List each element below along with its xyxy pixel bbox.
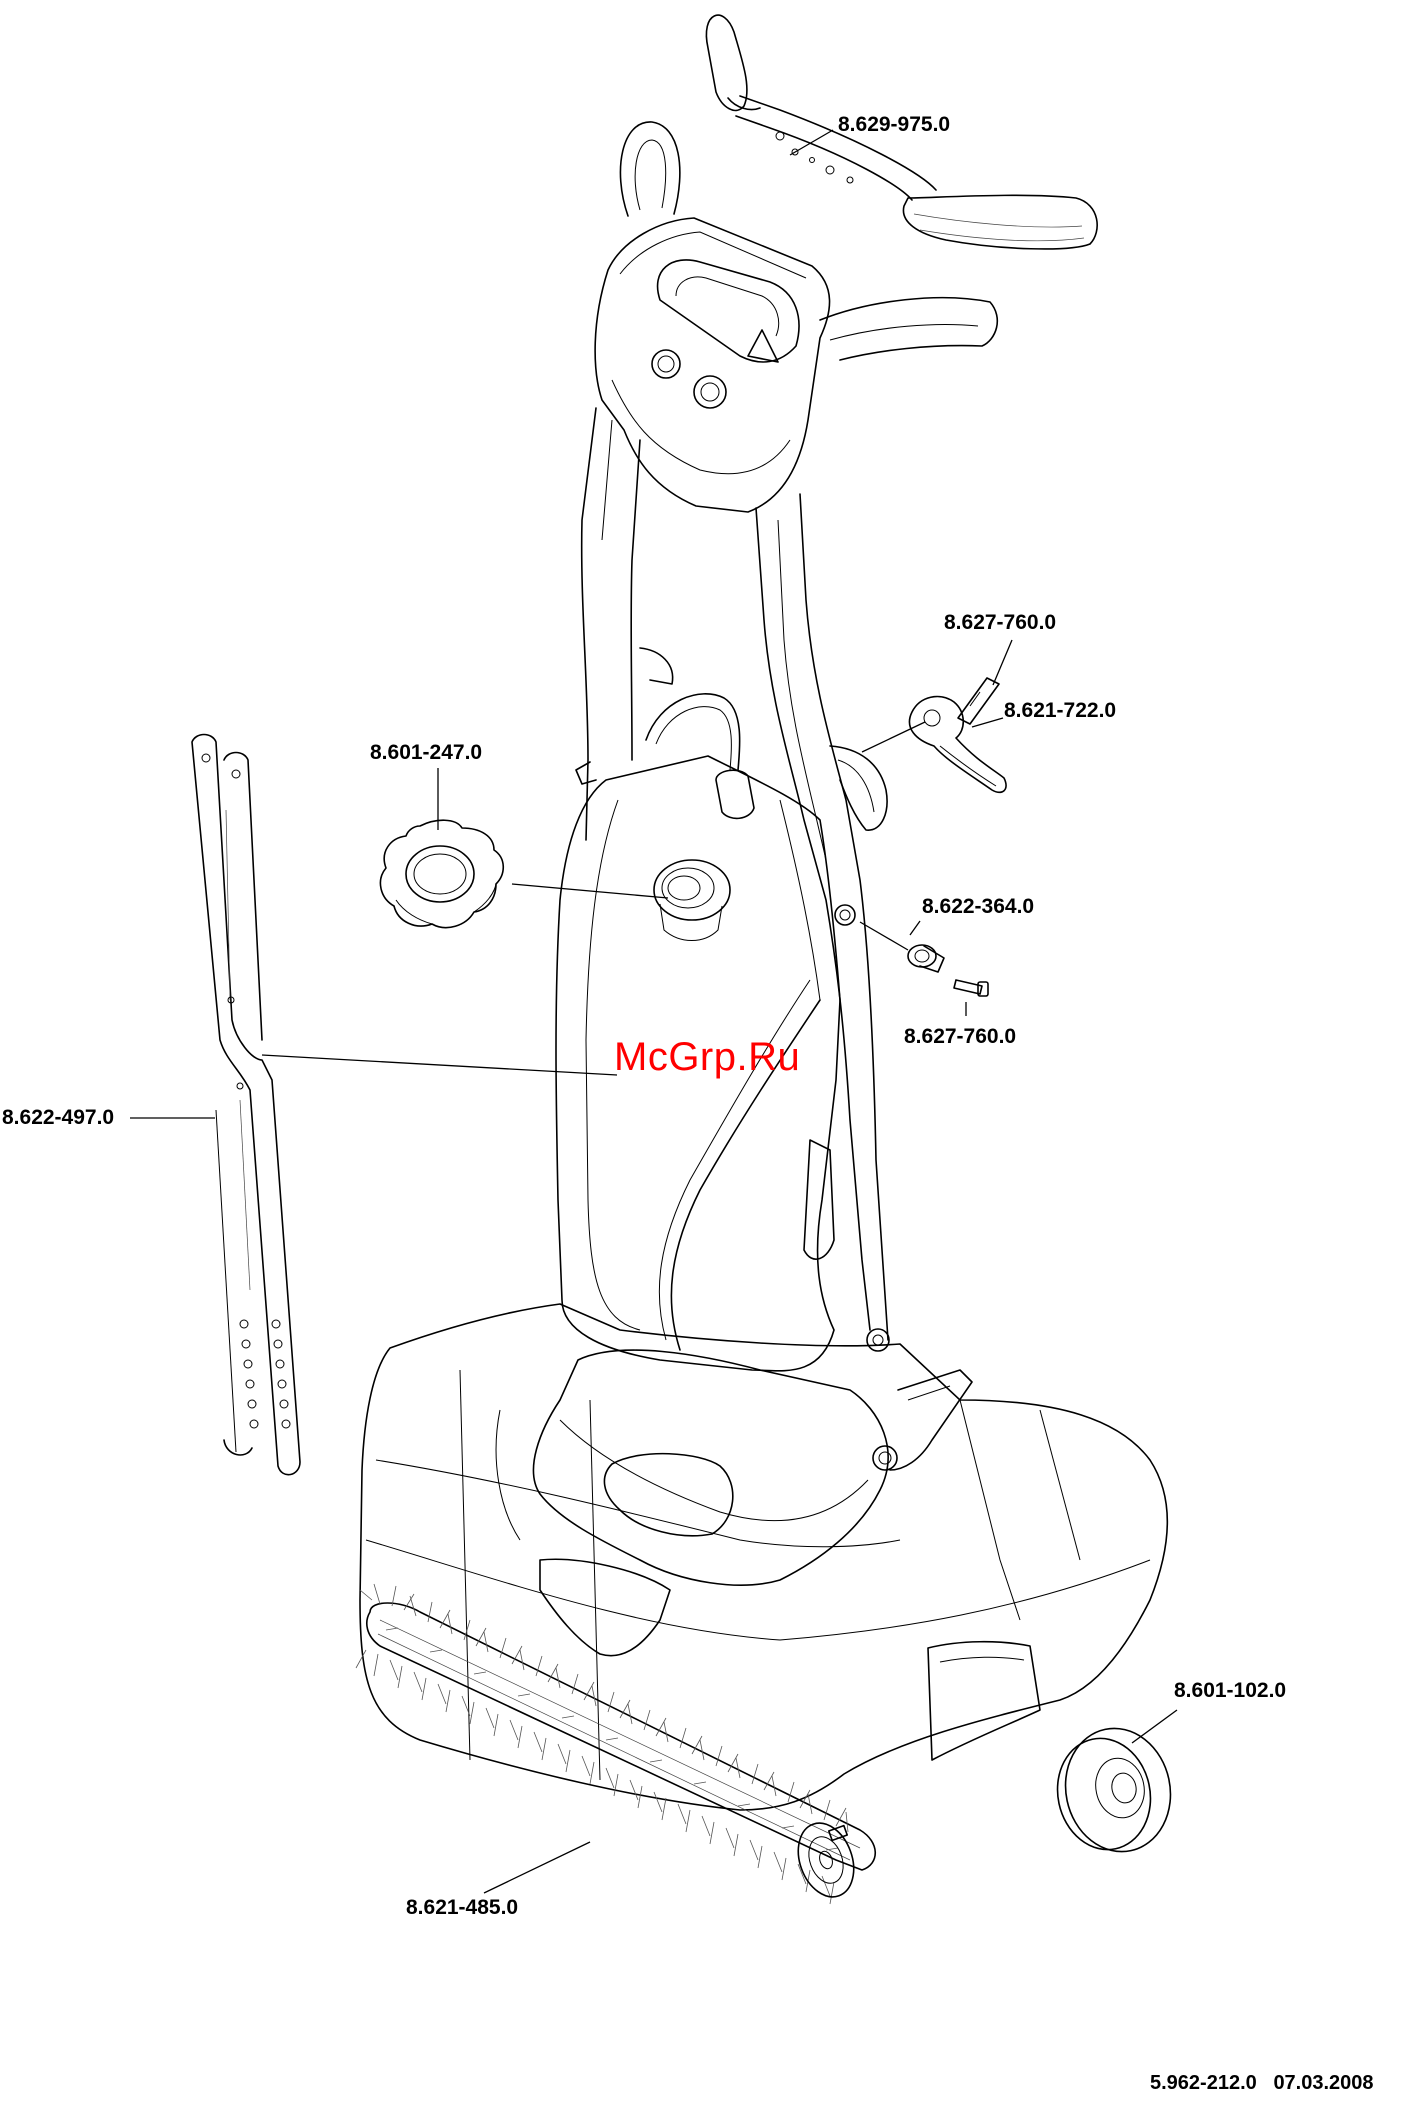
strap-drawing xyxy=(192,735,300,1475)
part-label-lever: 8.621-722.0 xyxy=(1004,700,1116,721)
part-label-wheel: 8.601-102.0 xyxy=(1174,1680,1286,1701)
leader-strap-to-tank xyxy=(262,1055,617,1075)
document-number: 5.962-212.0 xyxy=(1150,2072,1257,2094)
part-label-handle-bar: 8.629-975.0 xyxy=(838,114,950,135)
part-label-strap: 8.622-497.0 xyxy=(2,1107,114,1128)
tank-cap-drawing xyxy=(380,820,503,927)
leader-handle-bar xyxy=(790,130,833,155)
leader-cap-to-tank xyxy=(512,884,668,898)
wheel-drawing xyxy=(1047,1719,1181,1862)
document-date: 07.03.2008 xyxy=(1273,2072,1373,2094)
brush-bristles xyxy=(356,1584,848,1904)
leader-bushing xyxy=(910,921,920,935)
screw-bottom-drawing xyxy=(954,980,988,996)
leader-screw-top xyxy=(993,640,1012,685)
bushing-drawing xyxy=(908,945,944,972)
part-label-bushing: 8.622-364.0 xyxy=(922,896,1034,917)
part-label-brush-roller: 8.621-485.0 xyxy=(406,1897,518,1918)
leader-wheel xyxy=(1132,1710,1177,1743)
part-label-screw-bottom: 8.627-760.0 xyxy=(904,1026,1016,1047)
footer: 5.962-212.0 07.03.2008 xyxy=(1150,2072,1374,2095)
leader-lever xyxy=(972,718,1003,727)
lever-drawing xyxy=(909,697,1006,793)
leader-brush-roller xyxy=(484,1842,590,1893)
part-label-tank-cap: 8.601-247.0 xyxy=(370,742,482,763)
part-label-screw-top: 8.627-760.0 xyxy=(944,612,1056,633)
machine-body-drawing xyxy=(360,122,1167,1810)
watermark-text: McGrp.Ru xyxy=(614,1035,800,1080)
leader-lever-mount xyxy=(862,722,925,752)
